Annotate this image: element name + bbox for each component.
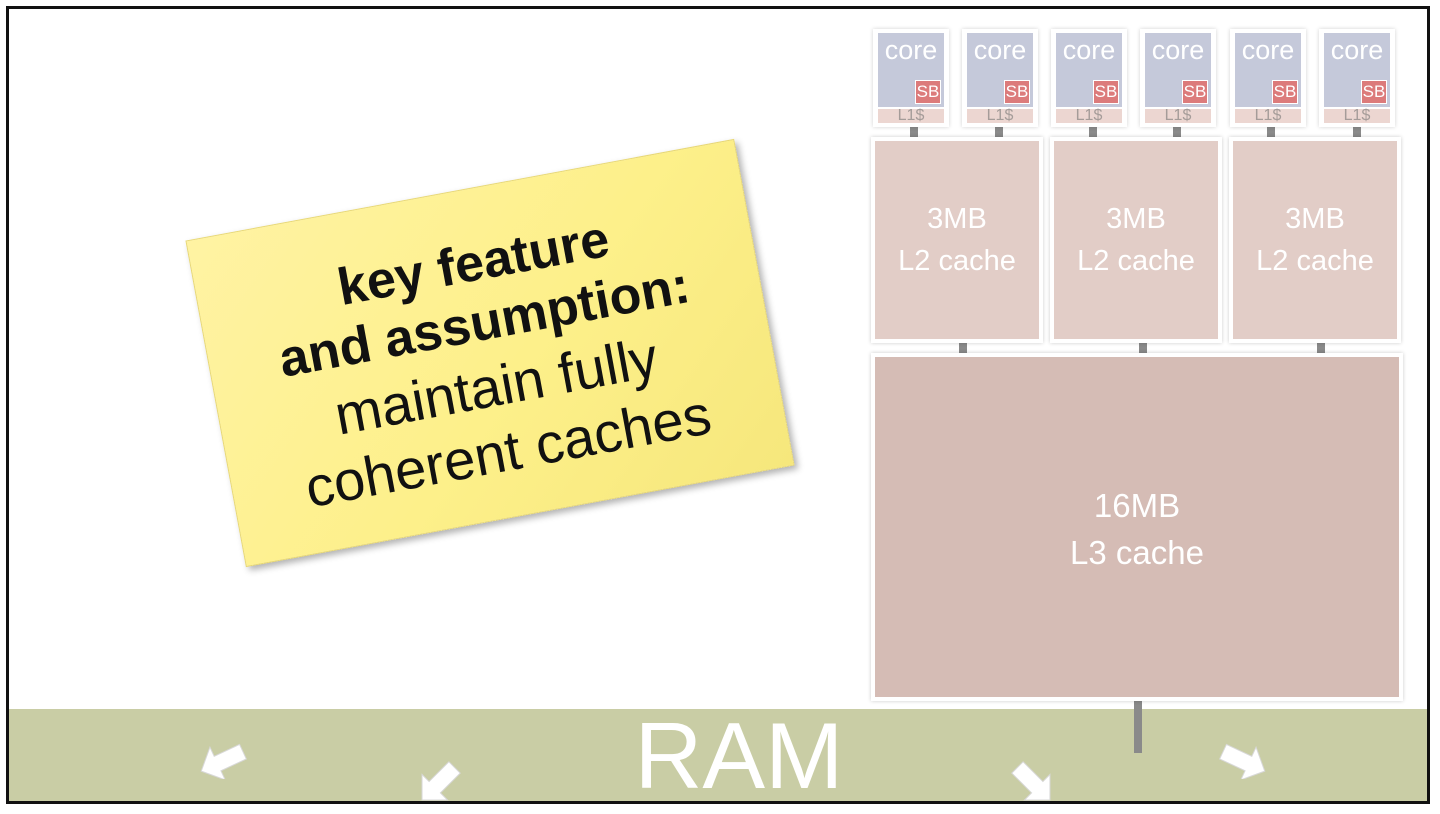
store-buffer: SB: [1182, 80, 1208, 104]
l2-cache-size: 3MB: [1285, 203, 1345, 235]
core-label: core: [1062, 35, 1116, 65]
l1-cache-label: L1$: [1075, 107, 1103, 124]
core-1: core SB L1$: [873, 29, 949, 127]
l3-cache-size: 16MB: [1093, 487, 1181, 524]
store-buffer-label: SB: [1273, 82, 1297, 101]
core-box: core SB: [1235, 33, 1301, 107]
connector-core6-l2: [1353, 127, 1361, 137]
l1-cache-label: L1$: [1343, 107, 1371, 124]
l1-cache: L1$: [967, 107, 1033, 124]
l2-cache-2: 3MB L2 cache: [1050, 137, 1222, 343]
store-buffer-label: SB: [916, 82, 940, 101]
l1-cache-label: L1$: [1164, 107, 1192, 124]
core-3: core SB L1$: [1051, 29, 1127, 127]
core-4: core SB L1$: [1140, 29, 1216, 127]
core-box: core SB: [1324, 33, 1390, 107]
l3-cache: 16MB L3 cache: [871, 353, 1403, 701]
core-box: core SB: [967, 33, 1033, 107]
core-box: core SB: [1056, 33, 1122, 107]
l2-cache-name: L2 cache: [1256, 245, 1374, 277]
l1-cache: L1$: [878, 107, 944, 124]
core-box: core SB: [1145, 33, 1211, 107]
core-label: core: [884, 35, 938, 65]
store-buffer-label: SB: [1362, 82, 1386, 101]
core-box: core SB: [878, 33, 944, 107]
l2-cache-size: 3MB: [1106, 203, 1166, 235]
connector-core2-l2: [995, 127, 1003, 137]
core-5: core SB L1$: [1230, 29, 1306, 127]
core-label: core: [973, 35, 1027, 65]
arrow-up-left-icon: [200, 743, 247, 779]
store-buffer: SB: [1361, 80, 1387, 104]
core-2: core SB L1$: [962, 29, 1038, 127]
l1-cache: L1$: [1145, 107, 1211, 124]
l2-cache-1: 3MB L2 cache: [871, 137, 1043, 343]
core-label: core: [1330, 35, 1384, 65]
l1-cache-label: L1$: [986, 107, 1014, 124]
store-buffer: SB: [1093, 80, 1119, 104]
l2-cache-name: L2 cache: [1077, 245, 1195, 277]
l1-cache-label: L1$: [1254, 107, 1282, 124]
l1-cache: L1$: [1235, 107, 1301, 124]
ram-label: RAM: [634, 703, 844, 804]
arrow-down-left-icon: [421, 761, 461, 801]
ram-band: [9, 709, 1427, 801]
store-buffer-label: SB: [1005, 82, 1029, 101]
l1-cache: L1$: [1324, 107, 1390, 124]
connector-l2a-l3: [959, 343, 967, 353]
connector-l2c-l3: [1317, 343, 1325, 353]
store-buffer-label: SB: [1094, 82, 1118, 101]
l3-cache-name: L3 cache: [1070, 534, 1204, 571]
arrow-up-right-icon: [1219, 743, 1266, 779]
core-6: core SB L1$: [1319, 29, 1395, 127]
l2-cache-size: 3MB: [927, 203, 987, 235]
l2-cache-name: L2 cache: [898, 245, 1016, 277]
slide-frame: RAM core SB L1$ core SB L1$ core: [6, 6, 1430, 804]
store-buffer: SB: [1272, 80, 1298, 104]
connector-core3-l2: [1089, 127, 1097, 137]
connector-core4-l2: [1173, 127, 1181, 137]
connector-l3-ram: [1134, 701, 1142, 753]
core-label: core: [1241, 35, 1295, 65]
store-buffer: SB: [915, 80, 941, 104]
l1-cache: L1$: [1056, 107, 1122, 124]
l2-cache-3: 3MB L2 cache: [1229, 137, 1401, 343]
arrow-down-right-icon: [1011, 761, 1051, 801]
l1-cache-label: L1$: [897, 107, 925, 124]
connector-core5-l2: [1267, 127, 1275, 137]
connector-l2b-l3: [1139, 343, 1147, 353]
connector-core1-l2: [910, 127, 918, 137]
sticky-note: key feature and assumption: maintain ful…: [185, 138, 795, 568]
store-buffer: SB: [1004, 80, 1030, 104]
core-label: core: [1151, 35, 1205, 65]
store-buffer-label: SB: [1183, 82, 1207, 101]
